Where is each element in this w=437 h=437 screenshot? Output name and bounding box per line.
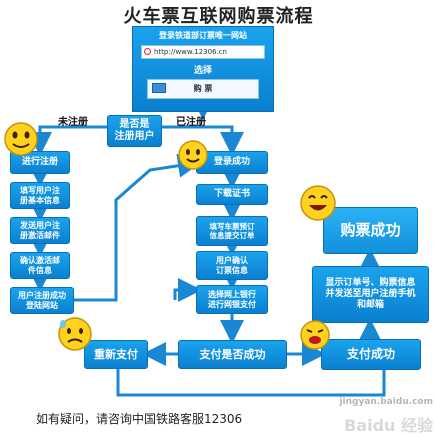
arrow-unregistered	[28, 125, 107, 156]
url-text: http://www.12306.cn	[154, 48, 227, 56]
monitor-icon	[152, 83, 166, 93]
step-confirm-booking: 用户确认 订票信息	[196, 251, 268, 280]
url-bar[interactable]: http://www.12306.cn	[141, 45, 265, 59]
page-title: 火车票互联网购票流程	[123, 6, 314, 27]
step-fill-booking: 填写车票预订 信息提交订单	[196, 216, 268, 246]
label-registered: 已注册	[176, 117, 206, 128]
buy-ticket-label: 购 票	[193, 84, 213, 93]
website-panel: 登录铁道部订票唯一网站 http://www.12306.cn 选择 购 票	[132, 26, 274, 112]
step-login-success: 登录成功	[196, 151, 268, 174]
arrow-registered	[162, 125, 244, 156]
smiley-icon	[58, 317, 92, 351]
step-send-activation-mail: 发送用户注 册激活邮件	[10, 217, 70, 244]
arrow-register-to-login	[74, 153, 202, 302]
website-panel-header: 登录铁道部订票唯一网站	[159, 31, 247, 40]
step-show-info: 显示订单号、购票信息 并发送至用户注册手机 和邮箱	[312, 266, 429, 323]
decision-registered: 是否是 注册用户	[107, 115, 162, 147]
step-register: 进行注册	[10, 151, 70, 174]
smiley-icon	[300, 320, 330, 350]
watermark-url: jingyan.baidu.com	[339, 397, 433, 407]
step-download-cert: 下载证书	[196, 184, 268, 205]
decision-payment: 支付是否成功	[178, 340, 287, 369]
step-repay: 重新支付	[84, 340, 148, 369]
step-register-success: 用户注册成功 登陆网站	[10, 287, 74, 314]
step-purchase-success: 购票成功	[323, 207, 418, 254]
smiley-icon	[300, 185, 336, 221]
buy-ticket-button[interactable]: 购 票	[147, 79, 259, 99]
step-confirm-activation: 确认激活邮 件信息	[10, 252, 70, 279]
step-pay-success: 支付成功	[321, 339, 421, 370]
browser-icon	[144, 48, 151, 55]
watermark-logo: Baidu 经验	[344, 416, 433, 435]
smiley-icon	[178, 140, 208, 170]
choose-label: 选择	[193, 66, 212, 76]
footer-note: 如有疑问，请咨询中国铁路客服12306	[36, 412, 243, 426]
smiley-icon	[4, 122, 38, 156]
arrow-repay-up	[173, 278, 202, 302]
step-fill-register-info: 填写用户注 册基本信息	[10, 182, 70, 209]
label-unregistered: 未注册	[58, 117, 88, 128]
arrow-repay-loop	[116, 369, 386, 397]
step-choose-bank: 选择网上银行 进行网银支付	[196, 285, 268, 314]
